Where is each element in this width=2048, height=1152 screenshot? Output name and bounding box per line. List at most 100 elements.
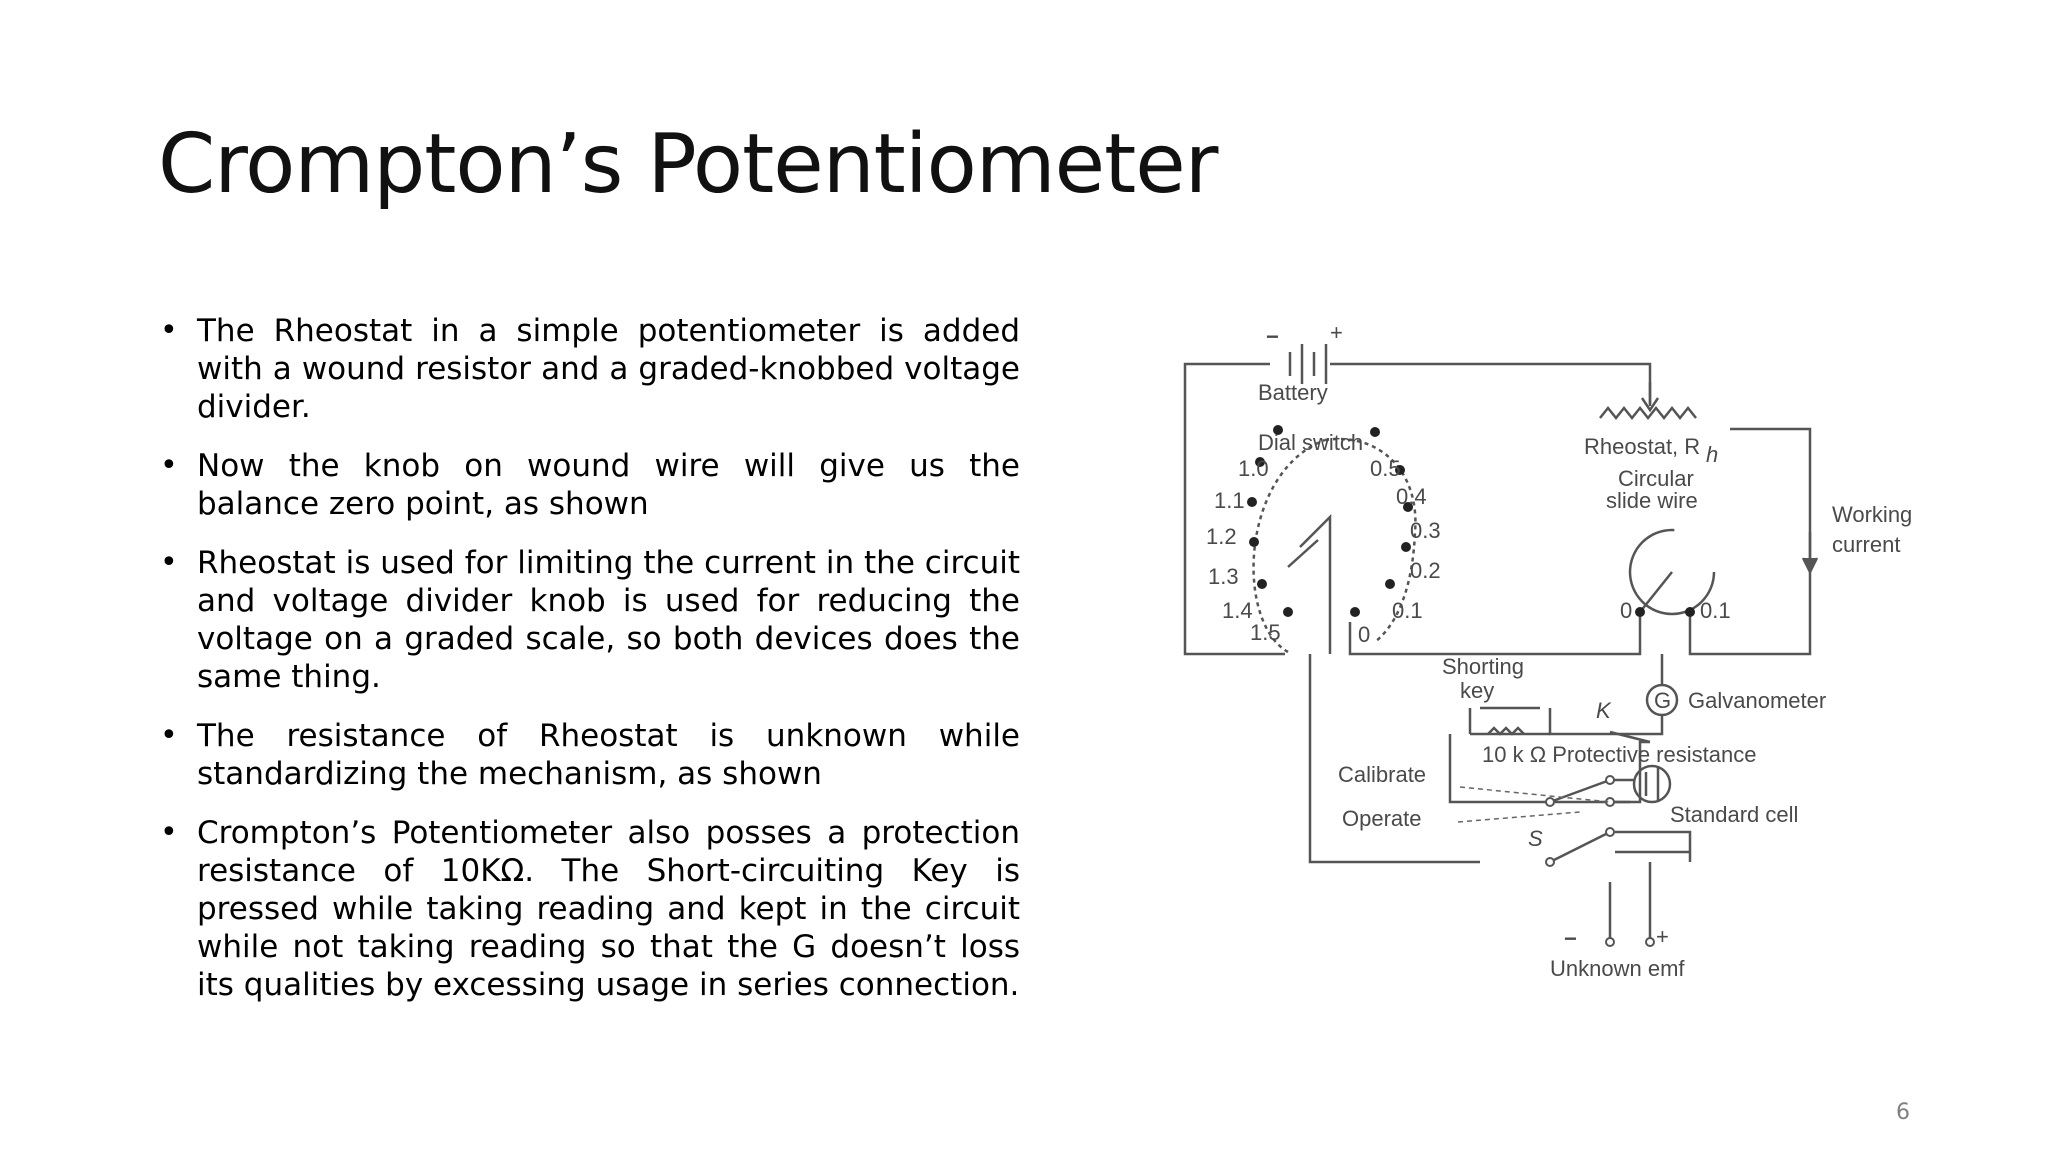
wire-left-loop	[1183, 362, 1285, 656]
battery-plus-label: +	[1330, 322, 1343, 345]
protective-resistance-label: 10 k Ω Protective resistance	[1482, 742, 1756, 767]
unknown-emf-minus: −	[1564, 926, 1577, 951]
dial-contact	[1257, 579, 1267, 589]
dial-label-right: 0.4	[1396, 484, 1427, 509]
dial-label-left: 1.1	[1214, 488, 1245, 513]
rheostat-slider-arrow	[1640, 397, 1660, 413]
slide-contact	[1635, 607, 1645, 617]
switch-terminal	[1605, 775, 1615, 785]
unknown-emf-plus: +	[1656, 924, 1669, 949]
battery-minus-label: −	[1266, 324, 1279, 349]
standard-cell-label: Standard cell	[1670, 802, 1798, 827]
galvanometer-symbol: G	[1654, 688, 1671, 713]
dial-contact	[1273, 425, 1283, 435]
dial-contact	[1370, 427, 1380, 437]
galvanometer-circle	[1645, 683, 1679, 717]
page-number: 6	[1896, 1100, 1910, 1125]
bullet-text: The resistance of Rheostat is unknown wh…	[197, 718, 1020, 792]
circular-slide-wire-label: Circular	[1618, 466, 1694, 491]
calibrate-label: Calibrate	[1338, 762, 1426, 787]
working-current-arrow	[1801, 557, 1819, 575]
working-current-label: Working	[1832, 502, 1912, 527]
wire-dial-to-slide	[1348, 612, 1642, 656]
bullet-dot: •	[160, 815, 178, 850]
bullet-text: The Rheostat in a simple potentiometer i…	[197, 313, 1020, 425]
wire-dial-to-switch	[1308, 654, 1480, 864]
dial-contact	[1255, 457, 1265, 467]
rheostat-subscript: h	[1706, 442, 1718, 467]
working-current-label: current	[1832, 532, 1900, 557]
bullet-item: • The Rheostat in a simple potentiometer …	[160, 312, 1020, 426]
circular-slide-wire-label: slide wire	[1606, 488, 1698, 513]
slide-title: Crompton’s Potentiometer	[158, 117, 1218, 212]
bullet-text: Now the knob on wound wire will give us …	[197, 448, 1020, 522]
dial-contact	[1283, 607, 1293, 617]
calibrate-dashed-line	[1459, 786, 1611, 803]
unknown-emf-leads	[1608, 862, 1652, 942]
switch-s-label: S	[1528, 826, 1543, 851]
switch-terminal	[1545, 857, 1555, 867]
shorting-key-label: key	[1460, 678, 1494, 703]
dial-contact	[1395, 465, 1405, 475]
crompton-circuit-diagram: − + Battery Dial switch 1.0 1.1 1.2 1.3 …	[1183, 322, 1912, 981]
dial-label-left: 1.3	[1208, 564, 1239, 589]
dial-label-left: 1.0	[1238, 456, 1269, 481]
standard-cell-circle	[1632, 764, 1672, 804]
key-k-lever	[1609, 730, 1651, 744]
bullet-item: • Crompton’s Potentiometer also posses a …	[160, 814, 1020, 1004]
dial-contact	[1385, 579, 1395, 589]
unknown-emf-terminal	[1605, 937, 1615, 947]
dial-label-right: 0.1	[1392, 598, 1423, 623]
switch-s-blades	[1549, 778, 1611, 864]
circular-slide-wire	[1628, 528, 1716, 616]
rheostat-label: Rheostat, R	[1584, 434, 1700, 459]
dial-label-right: 0.3	[1410, 518, 1441, 543]
dial-wiper-arm	[1287, 539, 1319, 568]
dial-contact	[1403, 502, 1413, 512]
unknown-emf-terminal	[1645, 937, 1655, 947]
battery-label: Battery	[1258, 380, 1328, 405]
bullet-item: • Rheostat is used for limiting the curre…	[160, 544, 1020, 696]
standard-cell-plates	[1644, 768, 1660, 800]
dial-contact	[1247, 497, 1257, 507]
dial-switch-label: Dial switch	[1258, 430, 1363, 455]
galvanometer-label: Galvanometer	[1688, 688, 1826, 713]
shorting-key-label: Shorting	[1442, 654, 1524, 679]
dial-label-right: 0.5	[1370, 456, 1401, 481]
slide-contact	[1685, 607, 1695, 617]
dial-label-right: 0.2	[1410, 558, 1441, 583]
bullet-list: • The Rheostat in a simple potentiometer …	[160, 312, 1020, 1025]
protective-resistance-wire	[1448, 734, 1650, 804]
dial-label-left: 1.4	[1222, 598, 1253, 623]
unknown-emf-label: Unknown emf	[1550, 956, 1685, 981]
dial-arc-right	[1324, 437, 1417, 643]
battery-cell	[1288, 344, 1328, 384]
dial-contact	[1401, 542, 1411, 552]
bullet-item: • Now the knob on wound wire will give us…	[160, 447, 1020, 523]
bullet-dot: •	[160, 545, 178, 580]
dial-label-left: 1.5	[1250, 620, 1281, 645]
switch-s-contacts	[1610, 778, 1692, 862]
wire-battery-to-rheostat	[1330, 362, 1652, 404]
shorting-key-resistor	[1487, 726, 1525, 736]
bullet-dot: •	[160, 718, 178, 753]
slide-wire-pointer	[1639, 571, 1673, 613]
slide-point-one-label: 0.1	[1700, 598, 1731, 623]
operate-dashed-line	[1457, 811, 1581, 823]
switch-terminal	[1605, 827, 1615, 837]
shorting-key-wires	[1468, 706, 1552, 736]
bullet-dot: •	[160, 313, 178, 348]
key-k-label: K	[1596, 698, 1612, 723]
dial-label-right: 0	[1358, 622, 1370, 647]
dial-contact	[1350, 607, 1360, 617]
wire-rheostat-right	[1688, 427, 1812, 656]
switch-terminal	[1545, 797, 1555, 807]
bullet-item: • The resistance of Rheostat is unknown w…	[160, 717, 1020, 793]
bullet-text: Rheostat is used for limiting the curren…	[197, 545, 1020, 695]
slide-zero-label: 0	[1620, 598, 1632, 623]
dial-label-left: 1.2	[1206, 524, 1237, 549]
bullet-dot: •	[160, 448, 178, 483]
operate-label: Operate	[1342, 806, 1422, 831]
bullet-text: Crompton’s Potentiometer also posses a p…	[197, 815, 1020, 1003]
